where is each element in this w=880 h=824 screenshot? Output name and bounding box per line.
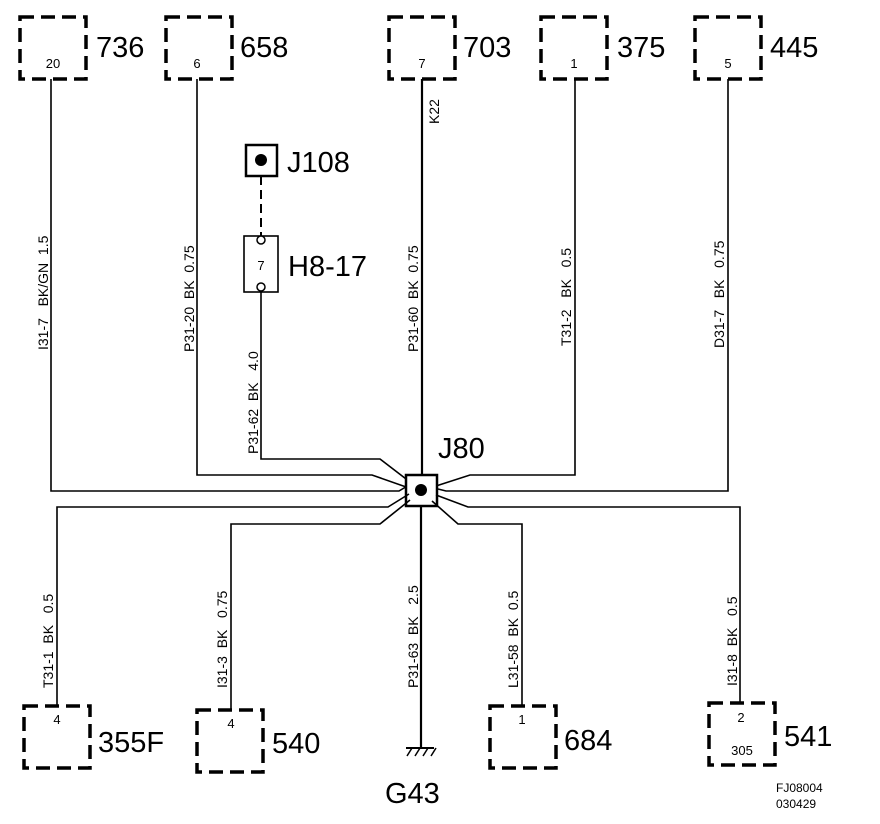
connector-445-pin: 5	[724, 56, 731, 71]
connector-684-pin: 1	[518, 712, 525, 727]
splice-j80-label: J80	[438, 433, 485, 465]
connector-541-label: 541	[784, 721, 832, 753]
connector-658: 6 658	[164, 15, 288, 81]
connector-703-pin: 7	[418, 56, 425, 71]
wire-label-445: D31-7 BK 0.75	[711, 240, 727, 348]
connector-445-label: 445	[770, 32, 818, 64]
connector-736: 20 736	[18, 15, 144, 81]
wire-label-703: P31-60 BK 0.75	[405, 245, 421, 352]
wire-label-355F: T31-1 BK 0.5	[40, 594, 56, 688]
figure-code: FJ08004	[776, 781, 823, 795]
wires-upper	[50, 79, 729, 492]
wire-label-703-top: K22	[426, 99, 442, 124]
connector-375-pin: 1	[570, 56, 577, 71]
wire-label-540: I31-3 BK 0.75	[214, 591, 230, 688]
connector-658-pin: 6	[193, 56, 200, 71]
connector-658-label: 658	[240, 32, 288, 64]
wire-label-541: I31-8 BK 0.5	[724, 596, 740, 686]
connector-375-label: 375	[617, 32, 665, 64]
connector-703: 7 703	[387, 15, 511, 81]
ground-g43: G43	[385, 747, 440, 810]
fuse-holder-label: H8-17	[288, 251, 367, 283]
jumper-j108: J108	[244, 143, 350, 179]
wire-label-375: T31-2 BK 0.5	[558, 248, 574, 346]
connector-540-pin: 4	[227, 716, 234, 731]
wire-label-h8-17: P31-62 BK 4.0	[245, 351, 261, 454]
wire-labels: I31-7 BK/GN 1.5 P31-20 BK 0.75 P31-62 BK…	[35, 99, 740, 688]
connector-736-label: 736	[96, 32, 144, 64]
wire-label-658: P31-20 BK 0.75	[181, 245, 197, 352]
figure-date: 030429	[776, 797, 816, 811]
connector-541-pin: 2	[737, 710, 744, 725]
connector-540-label: 540	[272, 728, 320, 760]
fuse-holder-pin: 7	[257, 258, 264, 273]
connector-445: 5 445	[693, 15, 818, 81]
wire-label-g43: P31-63 BK 2.5	[405, 585, 421, 688]
connector-541: 2 305 541	[707, 701, 832, 767]
connector-355F-label: 355F	[98, 727, 164, 759]
connector-703-label: 703	[463, 32, 511, 64]
splice-j80: J80	[404, 433, 485, 508]
jumper-j108-label: J108	[287, 147, 350, 179]
wires-lower	[56, 493, 741, 748]
connector-355F: 4 355F	[22, 704, 164, 770]
connector-684: 1 684	[488, 704, 612, 770]
connector-540: 4 540	[195, 708, 320, 774]
connector-541-pin2: 305	[731, 743, 753, 758]
fuse-holder-h8-17: 7 H8-17	[243, 235, 367, 293]
wire-label-684: L31-58 BK 0.5	[505, 590, 521, 688]
connector-736-pin: 20	[46, 56, 60, 71]
connector-375: 1 375	[539, 15, 665, 81]
ground-g43-label: G43	[385, 778, 440, 810]
connector-684-label: 684	[564, 725, 612, 757]
wire-label-736: I31-7 BK/GN 1.5	[35, 235, 51, 350]
connector-355F-pin: 4	[53, 712, 60, 727]
